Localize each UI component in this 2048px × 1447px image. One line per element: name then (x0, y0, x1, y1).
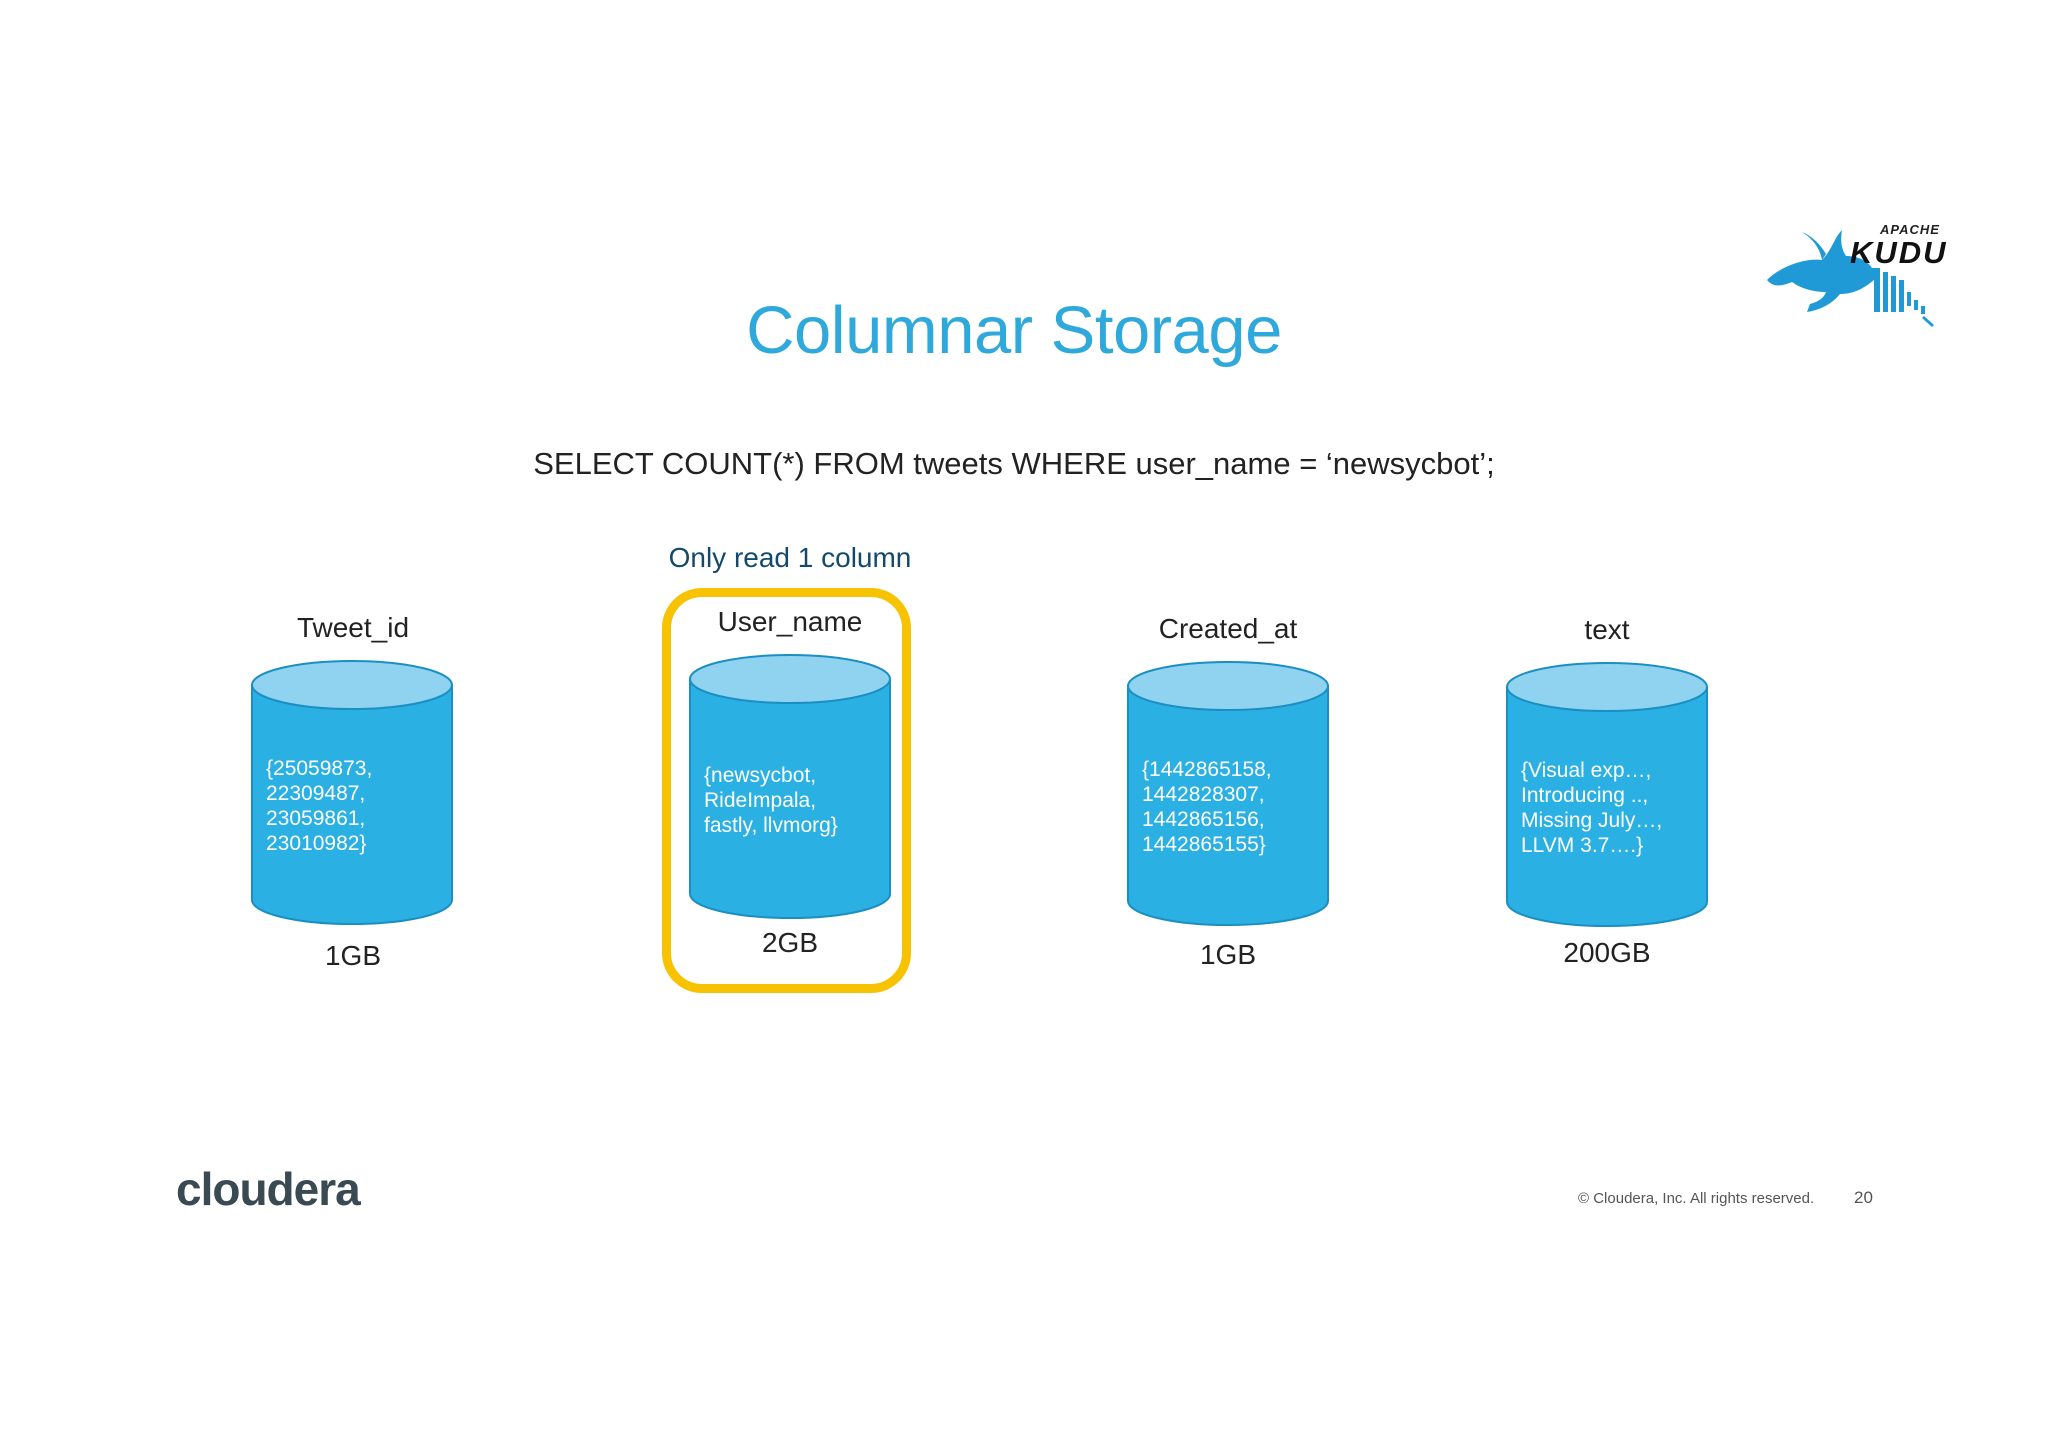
column-size: 200GB (1563, 937, 1651, 968)
page-number: 20 (1854, 1188, 1873, 1207)
highlight-note: Only read 1 column (668, 542, 912, 573)
cloudera-logo: cloudera (176, 1163, 361, 1215)
column-value: fastly, llvmorg} (704, 814, 838, 837)
column-value: 23059861, (266, 807, 366, 830)
column-value: 1442865155} (1142, 833, 1266, 856)
column-name: Created_at (1158, 613, 1298, 644)
kudu-logo-text: KUDU (1850, 235, 1948, 270)
column-value: {25059873, (266, 757, 373, 780)
column-values: {25059873, 22309487, 23059861, 23010982} (266, 756, 372, 856)
column-name: text (1584, 614, 1630, 645)
column-values: {newsycbot, RideImpala, fastly, llvmorg} (704, 763, 838, 838)
column-value: {1442865158, (1142, 758, 1272, 781)
kudu-logo-icon (1762, 220, 1937, 345)
slide-title: Columnar Storage (746, 293, 1282, 368)
column-name: User_name (717, 606, 863, 637)
column-value: Missing July…, (1521, 809, 1663, 832)
column-value: 1442828307, (1142, 783, 1265, 806)
column-size: 2GB (761, 927, 819, 958)
column-value: LLVM 3.7….} (1521, 834, 1644, 857)
cylinder-icon (689, 654, 891, 919)
cylinder-icon (1506, 662, 1708, 927)
cylinder-icon (251, 660, 453, 925)
column-value: RideImpala, (704, 789, 817, 812)
column-values: {1442865158, 1442828307, 1442865156, 144… (1142, 757, 1272, 857)
sql-query: SELECT COUNT(*) FROM tweets WHERE user_n… (533, 446, 1495, 481)
column-name: Tweet_id (296, 612, 410, 643)
kudu-logo-apache-text: APACHE (1880, 222, 1940, 237)
column-value: 1442865156, (1142, 808, 1265, 831)
column-value: Introducing .., (1521, 784, 1649, 807)
copyright-text: © Cloudera, Inc. All rights reserved. (1578, 1190, 1815, 1207)
column-value: 22309487, (266, 782, 366, 805)
column-size: 1GB (324, 940, 382, 971)
column-values: {Visual exp…, Introducing .., Missing Ju… (1521, 758, 1662, 858)
column-value: {Visual exp…, (1521, 759, 1652, 782)
column-value: 23010982} (266, 832, 367, 855)
highlight-box (662, 588, 911, 993)
column-size: 1GB (1199, 939, 1257, 970)
cylinder-icon (1127, 661, 1329, 926)
column-value: {newsycbot, (704, 764, 817, 787)
